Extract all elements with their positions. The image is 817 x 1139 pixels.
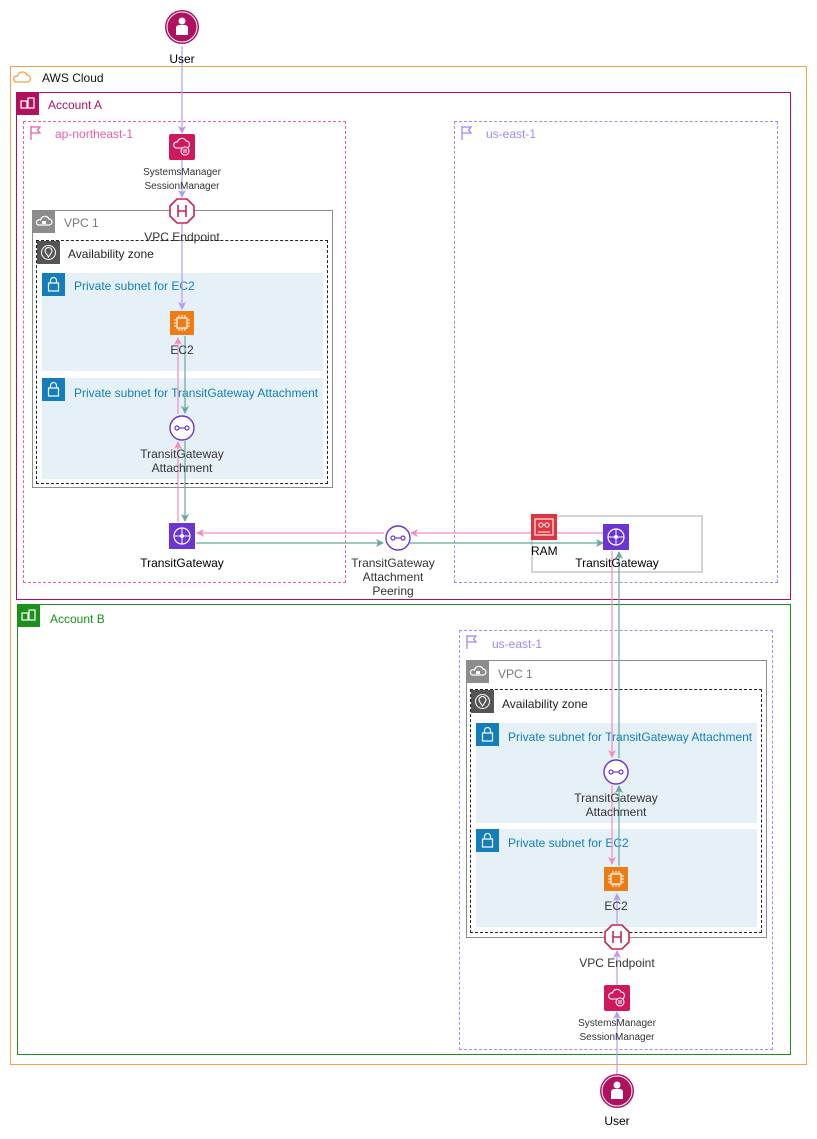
aws-cloud-label: AWS Cloud <box>42 71 104 85</box>
subnet-ec2-b-label: Private subnet for EC2 <box>508 836 629 850</box>
user-icon[interactable] <box>164 9 200 45</box>
tgw-attachment-b-label-1: TransitGateway <box>574 791 658 805</box>
region-ap-northeast-1 <box>23 121 346 583</box>
ram-icon[interactable] <box>531 514 557 540</box>
peering-label-1: TransitGateway <box>351 556 435 570</box>
tgw-attachment-b-label-2: Attachment <box>585 805 647 819</box>
az-b-label: Availability zone <box>502 697 588 711</box>
vpc-endpoint-a-label: VPC Endpoint <box>144 230 220 244</box>
region-ap-label: ap-northeast-1 <box>55 127 134 141</box>
vpc-a-label: VPC 1 <box>64 216 99 230</box>
ram-label: RAM <box>531 544 558 558</box>
vpc-b-label: VPC 1 <box>498 667 533 681</box>
ssm-b-label-1: SystemsManager <box>578 1018 656 1029</box>
ram-share-group <box>531 515 703 573</box>
user-icon[interactable] <box>599 1073 635 1109</box>
user-bottom-label: User <box>604 1114 630 1128</box>
vpc-endpoint-icon[interactable] <box>169 198 195 224</box>
tgw-peering-attachment-icon[interactable] <box>385 525 411 551</box>
transit-gateway-icon[interactable] <box>169 523 195 549</box>
ssm-a-label-1: SystemsManager <box>143 167 221 178</box>
tgw-attachment-a-label-2: Attachment <box>151 461 213 475</box>
region-flag-icon <box>23 121 46 144</box>
vpc-endpoint-b-label: VPC Endpoint <box>579 956 655 970</box>
peering-label-2: Attachment <box>362 570 424 584</box>
region-us-east-1-a <box>454 121 778 583</box>
systems-manager-icon[interactable] <box>604 985 630 1011</box>
tgw-a-label: TransitGateway <box>140 556 224 570</box>
tgw-us-label: TransitGateway <box>575 556 659 570</box>
lock-icon <box>42 273 65 296</box>
region-us-east-1-b <box>459 630 773 1050</box>
ec2-icon[interactable] <box>170 311 194 335</box>
location-pin-icon <box>37 241 60 264</box>
tgw-attachment-icon[interactable] <box>169 415 195 441</box>
lock-icon <box>476 829 499 852</box>
vpc-cloud-icon <box>32 210 55 233</box>
subnet-tgw-a-label: Private subnet for TransitGateway Attach… <box>74 386 319 400</box>
account-a-group <box>16 92 791 600</box>
systems-manager-icon[interactable] <box>169 134 195 160</box>
ec2-b-label: EC2 <box>604 899 628 913</box>
tgw-attachment-icon[interactable] <box>603 759 629 785</box>
vpc-endpoint-icon[interactable] <box>604 924 630 950</box>
peering-label-3: Peering <box>372 584 414 598</box>
region-us-b-label: us-east-1 <box>492 637 543 651</box>
lock-icon <box>42 378 65 401</box>
account-b-group <box>17 604 791 1055</box>
az-a-label: Availability zone <box>68 247 154 261</box>
tgw-attachment-a-label-1: TransitGateway <box>140 447 224 461</box>
ssm-a-label-2: SessionManager <box>144 181 220 192</box>
lock-icon <box>476 723 499 746</box>
ssm-b-label-2: SessionManager <box>579 1032 655 1043</box>
ec2-icon[interactable] <box>604 867 628 891</box>
subnet-tgw-b-label: Private subnet for TransitGateway Attach… <box>508 730 753 744</box>
location-pin-icon <box>471 690 494 713</box>
region-flag-icon <box>454 121 477 144</box>
user-top-label: User <box>169 52 195 66</box>
ec2-a-label: EC2 <box>170 343 194 357</box>
account-a-icon <box>16 92 39 115</box>
account-b-icon <box>17 604 40 627</box>
account-b-label: Account B <box>50 612 105 626</box>
subnet-ec2-a-label: Private subnet for EC2 <box>74 279 195 293</box>
region-us-a-label: us-east-1 <box>486 127 537 141</box>
account-a-label: Account A <box>48 98 103 112</box>
transit-gateway-icon[interactable] <box>603 524 629 550</box>
region-flag-icon <box>459 630 482 653</box>
cloud-icon <box>10 66 33 89</box>
aws-cloud-group <box>10 66 807 1065</box>
vpc-cloud-icon <box>466 660 489 683</box>
